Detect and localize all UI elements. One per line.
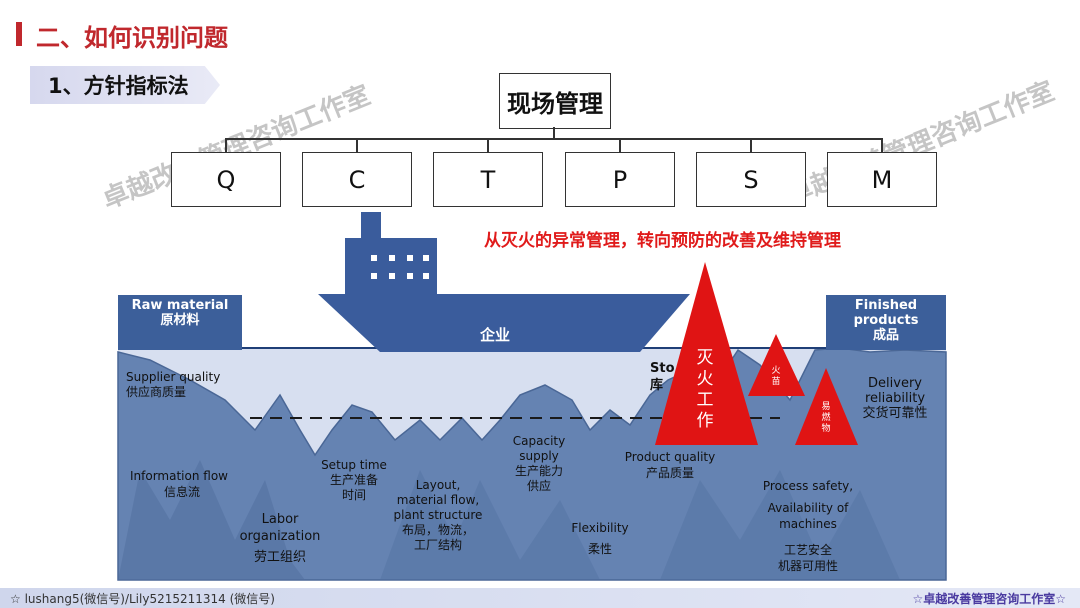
- rock-product-quality-zh: 产品质量: [610, 465, 730, 481]
- rock-stock-en: Sto: [650, 360, 675, 377]
- rock-layout-en1: Layout,: [380, 478, 496, 493]
- rock-process-en2: Availability of: [748, 500, 868, 516]
- rock-capacity-zh2: 供应: [500, 479, 578, 494]
- ship-cabin: [345, 238, 437, 294]
- rock-supplier-en: Supplier quality: [126, 370, 236, 385]
- rock-product-quality-en: Product quality: [610, 449, 730, 465]
- rock-supplier-zh: 供应商质量: [126, 385, 236, 400]
- rock-delivery-zh: 交货可靠性: [850, 406, 940, 421]
- rock-process-en: Process safety,: [748, 478, 868, 494]
- footer-studio: ☆卓越改善管理咨询工作室☆: [912, 590, 1066, 607]
- rock-capacity-supply: Capacity supply 生产能力 供应: [500, 434, 578, 494]
- rock-layout-en3: plant structure: [380, 508, 496, 523]
- rock-delivery-en: Delivery: [850, 376, 940, 391]
- rock-labor-zh: 劳工组织: [230, 549, 330, 566]
- rock-supplier-quality: Supplier quality 供应商质量: [126, 370, 236, 400]
- finished-zh: 成品: [828, 328, 944, 343]
- rock-flexibility: Flexibility 柔性: [560, 520, 640, 558]
- rock-labor-organization: Labor organization 劳工组织: [230, 511, 330, 566]
- ship-label: 企业: [480, 324, 510, 345]
- rock-layout: Layout, material flow, plant structure 布…: [380, 478, 496, 553]
- rock-stock-partial: Sto 库: [650, 360, 675, 394]
- triangle-spark-label: 火苗: [770, 366, 782, 388]
- rock-product-quality: Product quality 产品质量: [610, 449, 730, 481]
- rock-information-en: Information flow: [130, 468, 228, 484]
- rock-delivery-en2: reliability: [850, 391, 940, 406]
- rock-layout-en2: material flow,: [380, 493, 496, 508]
- triangle-firefighting-label: 灭火工作: [693, 348, 717, 432]
- raw-material-en: Raw material: [122, 298, 238, 313]
- rock-flexibility-zh: 柔性: [560, 541, 640, 558]
- footer-contact: ☆ lushang5(微信号)/Lily5215211314 (微信号): [10, 590, 275, 607]
- rock-process-zh2: 机器可用性: [748, 558, 868, 574]
- rock-labor-en: Labor organization: [230, 511, 330, 545]
- rock-layout-zh1: 布局，物流，: [380, 523, 496, 538]
- rock-capacity-en: Capacity supply: [500, 434, 578, 464]
- rock-process-safety: Process safety, Availability of machines…: [748, 478, 868, 574]
- rock-process-zh1: 工艺安全: [748, 542, 868, 558]
- rock-delivery-reliability: Delivery reliability 交货可靠性: [850, 376, 940, 421]
- raw-material-label: Raw material 原材料: [122, 298, 238, 328]
- rock-information-flow: Information flow 信息流: [130, 468, 228, 500]
- finished-products-label: Finished products 成品: [828, 298, 944, 343]
- rock-stock-zh: 库: [650, 377, 675, 394]
- rock-flexibility-en: Flexibility: [560, 520, 640, 537]
- triangle-flammable-label: 易燃物: [820, 402, 832, 435]
- rock-setup-en: Setup time: [313, 458, 395, 473]
- finished-en: Finished products: [828, 298, 944, 328]
- raw-material-zh: 原材料: [122, 313, 238, 328]
- rock-information-zh: 信息流: [130, 484, 228, 500]
- rock-process-en3: machines: [748, 516, 868, 532]
- rock-layout-zh2: 工厂结构: [380, 538, 496, 553]
- prevention-note: 从灭火的异常管理，转向预防的改善及维持管理: [484, 226, 841, 251]
- rock-capacity-zh1: 生产能力: [500, 464, 578, 479]
